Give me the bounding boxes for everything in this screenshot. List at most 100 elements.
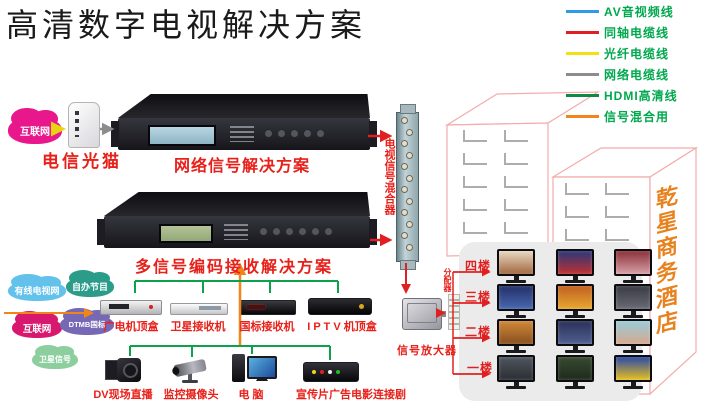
- tv-screen: [497, 284, 535, 311]
- rack-buttons: [264, 129, 325, 138]
- mixer-port: [401, 209, 408, 216]
- building-window: [504, 222, 528, 234]
- tv-monitor: [497, 284, 535, 318]
- computer-device: [232, 354, 277, 384]
- legend-label: 信号混合用: [604, 109, 670, 124]
- rack2-label: 多信号编码接收解决方案: [135, 259, 334, 276]
- tv-monitor: [556, 355, 594, 389]
- building-window: [605, 183, 629, 195]
- cctv-camera-device: [172, 358, 212, 383]
- rack-silkscreen: [230, 126, 254, 142]
- tv-monitor: [614, 355, 652, 389]
- signal-amplifier-device: [402, 298, 446, 330]
- tv-screen: [556, 319, 594, 346]
- legend-row: 信号混合用: [566, 109, 678, 124]
- building-window: [565, 183, 589, 195]
- rack-ear: [369, 121, 377, 147]
- building-window: [504, 153, 528, 165]
- legend-label: 光纤电缆线: [604, 46, 670, 61]
- legend-label: HDMI高清线: [604, 88, 678, 103]
- fiber-modem-device: [68, 102, 100, 148]
- rack-top-face: [118, 94, 370, 118]
- mixer-label: 电视信号混合器: [383, 138, 395, 215]
- building-window: [463, 130, 487, 142]
- tv-screen: [614, 319, 652, 346]
- building-window: [504, 199, 528, 211]
- tv-monitor: [614, 249, 652, 283]
- cloud-label: 有线电视网: [14, 286, 60, 296]
- rack-buttons: [259, 227, 333, 236]
- network-cable-swatch: [566, 72, 599, 76]
- cloud-label: 互联网: [20, 126, 50, 138]
- iptv-stb-label: I P T V 机顶盒: [307, 321, 377, 333]
- tv-screen: [556, 249, 594, 276]
- mixer-port: [401, 186, 408, 193]
- legend-label: 网络电缆线: [604, 67, 670, 82]
- building-window: [565, 206, 589, 218]
- tv-screen: [556, 284, 594, 311]
- rack-ear: [369, 219, 377, 245]
- tv-monitor: [556, 249, 594, 283]
- mixer-port: [406, 128, 413, 136]
- rack1-label: 网络信号解决方案: [174, 158, 311, 175]
- legend-row: 网络电缆线: [566, 67, 678, 82]
- tv-screen: [614, 355, 652, 382]
- dtmb-receiver-label: 国标接收机: [239, 321, 295, 333]
- tv-monitor: [497, 249, 535, 283]
- hdmi-cable-swatch: [566, 93, 599, 97]
- rack-silkscreen: [224, 224, 248, 240]
- tv-screen: [497, 249, 535, 276]
- dv-live-label: DV现场直播: [93, 389, 153, 401]
- floor2-label: 二楼: [464, 325, 491, 339]
- dv-camcorder-device: [105, 356, 141, 383]
- av-cable-swatch: [566, 9, 599, 13]
- cloud-label: 自办节目: [71, 282, 108, 292]
- page-title: 高清数字电视解决方案: [6, 7, 367, 43]
- rack-lcd: [148, 125, 216, 146]
- left-building-front: [446, 122, 549, 257]
- internet-cloud: 互联网: [8, 108, 62, 144]
- catv-cloud: 有线电视网: [8, 274, 66, 301]
- tv-monitor: [614, 284, 652, 318]
- mix-cable-swatch: [566, 114, 599, 118]
- hotel-name-label: 乾星商务酒店: [653, 182, 678, 339]
- satellite-receiver-device: [170, 303, 228, 315]
- building-window: [463, 153, 487, 165]
- mixer-port: [406, 220, 413, 228]
- building-window: [605, 206, 629, 218]
- legend-row: 同轴电缆线: [566, 25, 678, 40]
- dtmb-receiver-device: [240, 300, 296, 315]
- tv-screen: [614, 284, 652, 311]
- fiber-cable-swatch: [566, 51, 599, 55]
- cctv-label: 监控摄像头: [163, 389, 219, 401]
- tv-monitor: [497, 355, 535, 389]
- modem-leds: [75, 111, 79, 137]
- cable-stb-device: [100, 300, 162, 315]
- building-windows: [463, 130, 629, 241]
- mixer-port: [401, 117, 408, 124]
- building-window: [565, 229, 589, 241]
- internet-cloud-2: 互联网: [12, 311, 62, 338]
- floor4-label: 四楼: [464, 259, 491, 273]
- rack-ear: [111, 121, 119, 147]
- building-window: [463, 222, 487, 234]
- cable-stb-label: 广电机顶盒: [103, 321, 159, 333]
- cloud-label: DTMB国标: [68, 320, 106, 329]
- building-window: [504, 176, 528, 188]
- legend-row: 光纤电缆线: [566, 46, 678, 61]
- floor3-label: 三楼: [464, 290, 491, 304]
- tv-monitor: [614, 319, 652, 353]
- mixer-port: [406, 197, 413, 205]
- mixer-port: [401, 163, 408, 170]
- amplifier-label: 信号放大器: [397, 345, 457, 357]
- building-window: [463, 176, 487, 188]
- mixer-port: [406, 151, 413, 159]
- legend-label: 同轴电缆线: [604, 25, 670, 40]
- computer-label: 电 脑: [238, 389, 264, 401]
- splitter-label: 分配器: [443, 268, 452, 292]
- tv-monitor: [556, 284, 594, 318]
- legend-row: AV音视频线: [566, 4, 678, 19]
- building-window: [605, 229, 629, 241]
- satellite-receiver-label: 卫星接收机: [170, 321, 226, 333]
